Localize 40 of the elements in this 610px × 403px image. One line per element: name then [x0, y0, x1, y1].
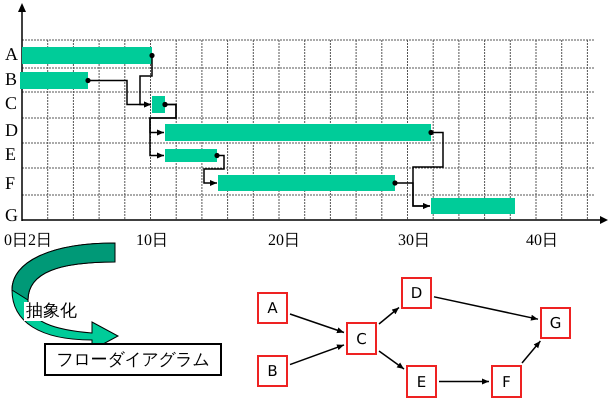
- process-box: D: [401, 277, 432, 309]
- row-label: C: [5, 94, 18, 112]
- row-label: G: [5, 206, 18, 224]
- row-label: E: [5, 145, 16, 163]
- process-box: A: [257, 292, 288, 324]
- row-label: B: [5, 70, 18, 88]
- arrow: [378, 306, 400, 325]
- process-box: B: [257, 355, 288, 387]
- axis-tick-label: 10日: [136, 233, 168, 249]
- axis-tick-label: 2日: [28, 233, 52, 249]
- process-box: C: [346, 322, 377, 355]
- axis-tick-label: 40日: [526, 233, 558, 249]
- task-bar: [218, 175, 395, 191]
- arrow: [203, 152, 225, 186]
- task-bar: [431, 198, 515, 214]
- arrow: [434, 296, 538, 321]
- task-bar: [165, 124, 431, 141]
- task-bar: [20, 72, 88, 89]
- row-label: F: [5, 174, 16, 192]
- task-bar: [22, 47, 152, 64]
- task-bar: [152, 96, 165, 113]
- arrow: [290, 344, 344, 366]
- arrow: [149, 102, 177, 158]
- arrow: [85, 78, 151, 108]
- arrow: [378, 350, 404, 370]
- caption-box: フローダイアグラム: [44, 343, 222, 376]
- arrow: [392, 180, 430, 209]
- axis-tick-label: 30日: [398, 233, 430, 249]
- row-label: D: [5, 121, 18, 139]
- task-bar: [165, 149, 217, 162]
- arrow: [439, 378, 489, 384]
- axis-tick-label: 20日: [268, 233, 300, 249]
- arrow-label: 抽象化: [24, 302, 79, 321]
- process-box: G: [540, 307, 571, 339]
- arrow: [521, 340, 541, 364]
- process-box: E: [406, 365, 437, 398]
- process-box: F: [491, 365, 522, 398]
- row-label: A: [5, 45, 18, 63]
- axis-tick-label: 0日: [4, 233, 28, 249]
- arrow: [290, 313, 344, 334]
